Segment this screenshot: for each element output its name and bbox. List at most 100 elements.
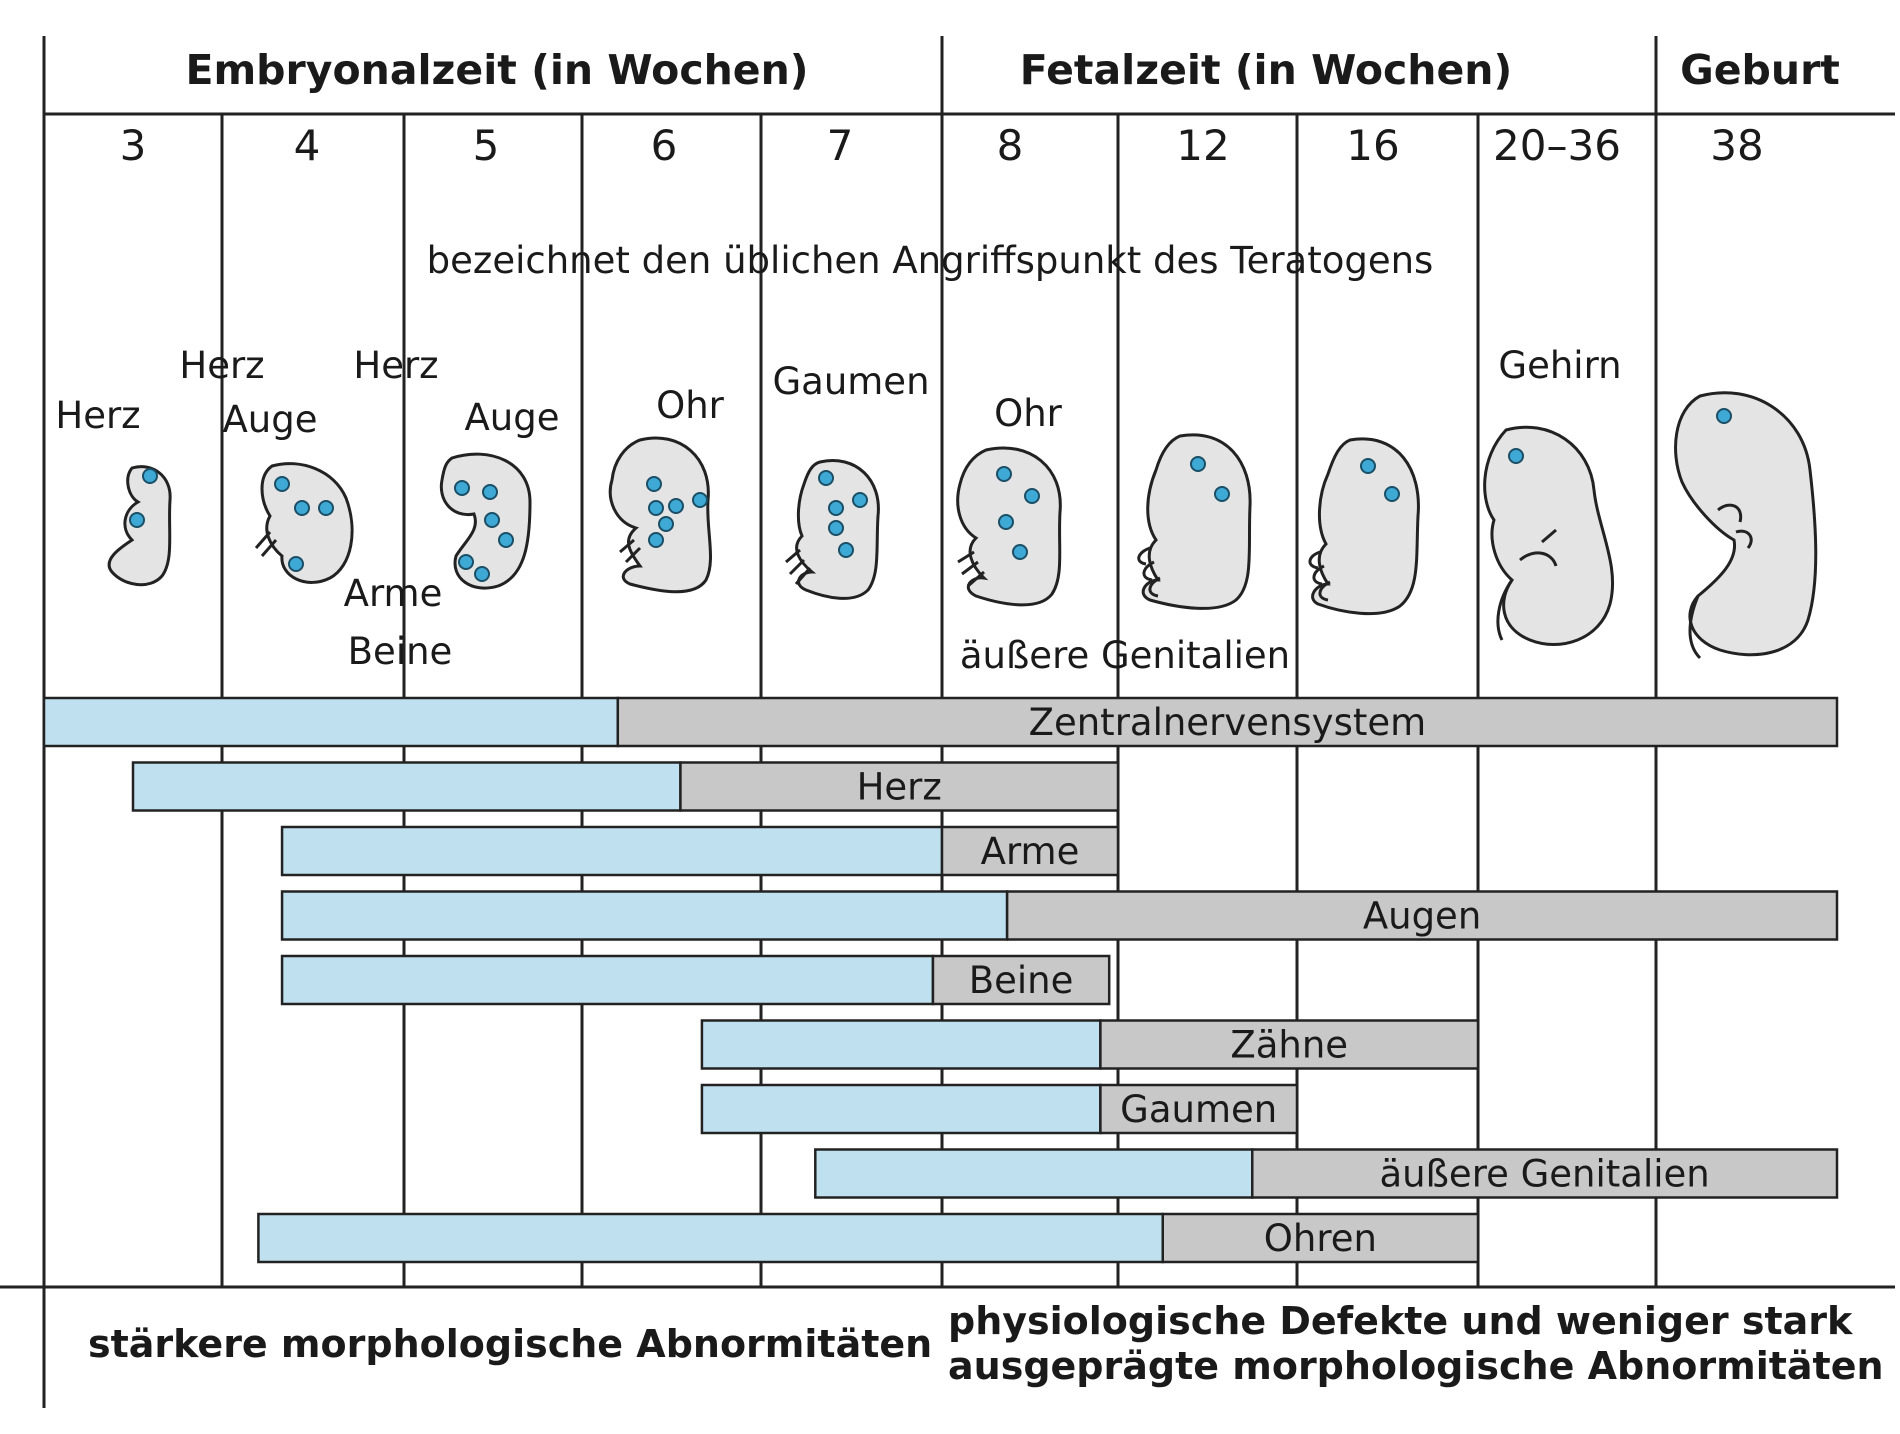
stage-labels: Herz Herz Auge Herz Auge Ohr Gaumen Ohr … <box>55 344 1621 677</box>
organ-3-sensitive-bar <box>280 890 1009 941</box>
footer-right-line2: ausgeprägte morphologische Abnormitäten <box>948 1344 1884 1388</box>
fetus-week20-36-illustration <box>1483 425 1615 646</box>
teratogen-dot <box>1716 408 1732 424</box>
teratogen-dot <box>1214 486 1230 502</box>
period-headers: Embryonalzeit (in Wochen) Fetalzeit (in … <box>185 46 1839 94</box>
organ-8-label: Ohren <box>1264 1217 1377 1260</box>
teratogen-dot <box>1508 448 1524 464</box>
teratogen-dot <box>129 512 145 528</box>
footer-left-text: stärkere morphologische Abnormitäten <box>88 1322 932 1366</box>
embryo-illustrations <box>107 391 1818 660</box>
organ-1-label: Herz <box>857 766 942 809</box>
teratogen-dot <box>668 498 684 514</box>
embryo-period-header: Embryonalzeit (in Wochen) <box>185 46 808 94</box>
label-gehirn: Gehirn <box>1498 344 1621 387</box>
teratogen-dot <box>1012 544 1028 560</box>
label-auge-week5: Auge <box>464 396 559 439</box>
teratogen-dot <box>288 556 304 572</box>
teratogen-dot <box>648 532 664 548</box>
label-auge-week4: Auge <box>222 398 317 441</box>
fetal-period-header: Fetalzeit (in Wochen) <box>1020 46 1512 94</box>
label-herz-week5: Herz <box>353 344 438 387</box>
embryo-week5-illustration <box>439 452 532 590</box>
teratogen-dot <box>828 500 844 516</box>
organ-1-sensitive-bar <box>131 761 682 812</box>
organ-2-label: Arme <box>981 830 1080 873</box>
organ-2-sensitive-bar <box>280 825 944 877</box>
teratogen-dot <box>818 470 834 486</box>
teratogen-dot <box>996 466 1012 482</box>
teratogen-dot <box>1384 486 1400 502</box>
organ-4-label: Beine <box>969 959 1074 1002</box>
legend-text: bezeichnet den üblichen Angriffspunkt de… <box>427 239 1434 282</box>
teratogen-dot <box>1360 458 1376 474</box>
teratogen-dot <box>646 476 662 492</box>
week-label: 5 <box>473 121 500 170</box>
embryo-week6-illustration <box>608 436 712 594</box>
organ-8-sensitive-bar <box>257 1212 1164 1264</box>
organ-6-sensitive-bar <box>700 1083 1102 1135</box>
week-numbers: 3 4 5 6 7 8 12 16 20–36 38 <box>120 121 1764 170</box>
embryo-week3-illustration <box>107 465 172 587</box>
week-label: 8 <box>997 121 1024 170</box>
organ-4-less-sensitive-bar <box>931 954 1111 1006</box>
week-label: 3 <box>120 121 147 170</box>
label-aeussere-genitalien: äußere Genitalien <box>960 634 1290 677</box>
organ-0-sensitive-bar <box>42 696 620 748</box>
teratogen-dot <box>1024 488 1040 504</box>
organ-bars: ZentralnervensystemHerzArmeAugenBeineZäh… <box>42 696 1839 1264</box>
organ-6-less-sensitive-bar <box>1099 1083 1299 1135</box>
organ-0-label: Zentralnervensystem <box>1029 701 1427 744</box>
embryo-week4-illustration <box>254 462 354 584</box>
teratogen-dot <box>692 492 708 508</box>
teratogen-dot <box>458 554 474 570</box>
organ-5-sensitive-bar <box>700 1019 1102 1070</box>
week-label: 16 <box>1346 121 1399 170</box>
label-herz-week4: Herz <box>179 344 264 387</box>
organ-2-less-sensitive-bar <box>940 825 1120 877</box>
teratogen-dot <box>318 500 334 516</box>
week-label: 38 <box>1710 121 1763 170</box>
teratogen-dot <box>474 566 490 582</box>
fetus-week16-illustration <box>1308 437 1420 616</box>
teratogen-dot <box>852 492 868 508</box>
embryo-week8-illustration <box>956 446 1062 607</box>
organ-7-sensitive-bar <box>814 1148 1254 1199</box>
organ-0-less-sensitive-bar <box>616 696 1839 748</box>
footer-right-line1: physiologische Defekte und weniger stark <box>948 1299 1853 1343</box>
teratogen-dot <box>838 542 854 558</box>
label-herz-week3: Herz <box>55 394 140 437</box>
week-label: 12 <box>1176 121 1229 170</box>
week-label: 6 <box>651 121 678 170</box>
birth-header: Geburt <box>1680 46 1840 94</box>
week-label: 20–36 <box>1493 121 1621 170</box>
label-ohr-week6: Ohr <box>656 384 725 427</box>
week-label: 7 <box>827 121 854 170</box>
organ-5-less-sensitive-bar <box>1099 1019 1480 1070</box>
fetus-week38-illustration <box>1674 391 1818 660</box>
label-beine: Beine <box>348 630 453 673</box>
teratogen-dot <box>484 512 500 528</box>
label-arme: Arme <box>344 572 443 615</box>
organ-7-less-sensitive-bar <box>1251 1148 1839 1199</box>
organ-7-label: äußere Genitalien <box>1380 1153 1710 1196</box>
footer: stärkere morphologische Abnormitäten phy… <box>88 1299 1884 1388</box>
teratogen-dot <box>274 476 290 492</box>
organ-1-less-sensitive-bar <box>679 761 1120 812</box>
week-label: 4 <box>294 121 321 170</box>
organ-4-sensitive-bar <box>280 954 935 1006</box>
organ-5-label: Zähne <box>1230 1024 1348 1067</box>
teratogen-dot <box>142 468 158 484</box>
organ-8-less-sensitive-bar <box>1161 1212 1480 1264</box>
teratogen-dot <box>294 500 310 516</box>
teratogen-dot <box>998 514 1014 530</box>
fetus-week12-illustration <box>1137 433 1252 610</box>
teratogen-dot <box>454 480 470 496</box>
organ-3-label: Augen <box>1363 895 1481 938</box>
organ-6-label: Gaumen <box>1120 1088 1277 1131</box>
label-gaumen-week7: Gaumen <box>772 360 929 403</box>
teratogen-dot <box>828 520 844 536</box>
embryo-week7-illustration <box>785 459 880 600</box>
label-ohr-week8: Ohr <box>994 392 1063 435</box>
